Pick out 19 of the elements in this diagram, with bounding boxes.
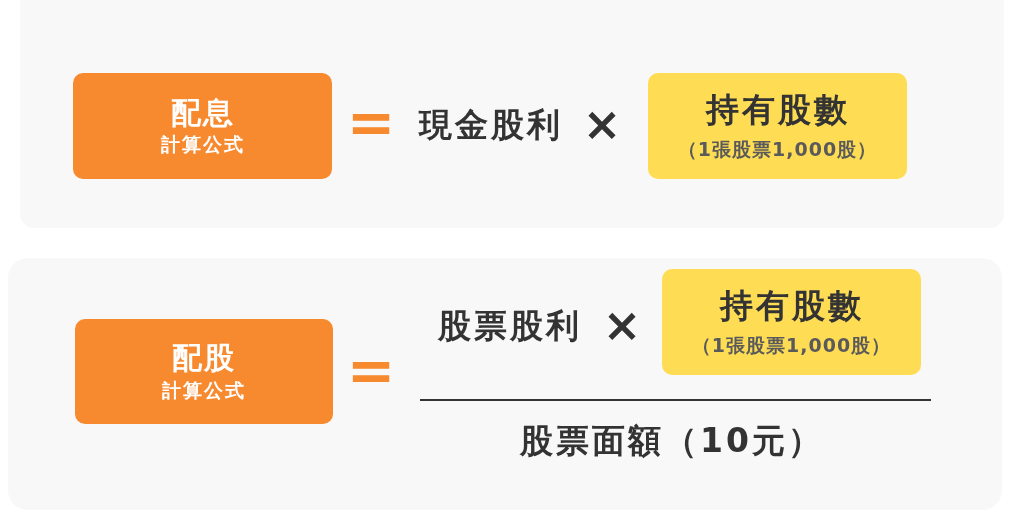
box-subtitle: 計算公式 xyxy=(162,379,246,402)
box-title: 持有股數 xyxy=(705,91,850,130)
factor-box xyxy=(662,269,921,375)
box-subtitle: 計算公式 xyxy=(160,134,245,157)
factor-box xyxy=(648,73,907,179)
box-title: 持有股數 xyxy=(719,287,864,326)
formula-term: 股票面額（10元） xyxy=(520,423,824,457)
formula-term: 股票股利 xyxy=(438,308,582,342)
equals-sign: = xyxy=(346,93,396,151)
formula-term: 現金股利 xyxy=(419,107,563,141)
times-sign: × xyxy=(602,302,642,348)
times-sign: × xyxy=(582,101,622,147)
formula-name-box xyxy=(75,319,333,424)
box-title: 配息 xyxy=(170,95,235,131)
box-subtitle: （1張股票1,000股） xyxy=(691,335,892,357)
box-subtitle: （1張股票1,000股） xyxy=(677,139,878,161)
formula-name-box xyxy=(73,73,332,179)
box-title: 配股 xyxy=(172,341,236,376)
equals-sign: = xyxy=(346,341,396,399)
